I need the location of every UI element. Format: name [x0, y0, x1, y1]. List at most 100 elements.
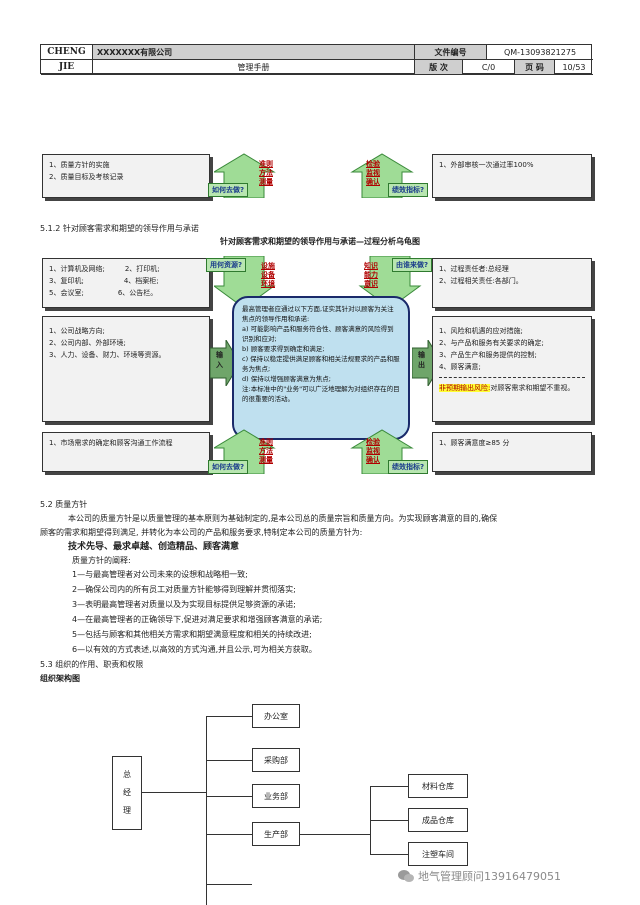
watermark: 地气管理顾问13916479051 [398, 868, 561, 884]
wechat-icon [398, 870, 414, 882]
org-purchasing: 采购部 [252, 748, 300, 772]
policy-intro: 质量方针的阐释: [72, 556, 131, 565]
org-ceo: 总 经 理 [112, 756, 142, 830]
who-item: 1、过程责任者:总经理 [439, 265, 509, 273]
resource-item: 2、打印机; [124, 265, 160, 273]
center-line: a) 可能影响产品和服务符合性、顾客满意的风险得到识别和应对; [242, 325, 394, 343]
criteria-text: 方法 [259, 447, 273, 455]
org-molding: 注塑车间 [408, 842, 468, 866]
input-item: 2、公司内部、外部环境; [49, 339, 126, 347]
check-text: 监视 [366, 447, 380, 455]
criteria-text: 测量 [259, 456, 273, 464]
criteria-label: 准则 方法 测量 [256, 160, 276, 187]
para-52-line2: 顾客的需求和期望得到满足, 并转化为本公司的产品和服务要求,特制定本公司的质量方… [40, 528, 363, 537]
policy-item: 2—确保公司内的所有员工对质量方针能够得到理解并贯彻落实; [72, 585, 296, 594]
org-ceo-char: 总 [123, 770, 131, 779]
output-item: 2、与产品和服务有关要求的确定; [439, 339, 544, 347]
check-text: 确认 [366, 456, 380, 464]
resource-item: 4、档案柜; [123, 277, 159, 285]
rev-label: 版 次 [415, 60, 463, 75]
org-production: 生产部 [252, 822, 300, 846]
check-text: 确认 [366, 178, 380, 186]
top-left-line: 2、质量目标及考核记录 [49, 173, 124, 181]
center-line: 注:本标准中的"业务"可以广泛地理解为对组织存在的目的很重要的活动。 [242, 385, 400, 403]
section-53-heading: 5.3 组织的作用、职责和权限 [40, 660, 144, 669]
org-connector [300, 834, 370, 835]
who-side: 知识 能力 意识 [360, 262, 382, 289]
org-connector [206, 884, 252, 885]
check-text: 检验 [366, 438, 380, 446]
criteria-text: 测量 [259, 178, 273, 186]
who-side-text: 知识 [364, 262, 378, 270]
resources-side-text: 环境 [261, 280, 275, 288]
who-item: 2、过程相关责任:各部门。 [439, 277, 523, 285]
output-item: 1、风险和机遇的应对措施; [439, 327, 523, 335]
page-label: 页 码 [515, 60, 555, 75]
output-note: 非预期输出风险:对顾客需求和期望不重视。 [439, 377, 585, 394]
turtle-title: 针对顾客需求和期望的领导作用与承诺—过程分析乌龟图 [220, 237, 420, 246]
output-box: 1、风险和机遇的应对措施; 2、与产品和服务有关要求的确定; 3、产品生产和服务… [432, 316, 592, 422]
manual-title: 管理手册 [93, 60, 415, 75]
policy-item: 3—表明最高管理者对质量以及为实现目标提供足够资源的承诺; [72, 600, 296, 609]
check-text: 检验 [366, 160, 380, 168]
output-item: 4、顾客满意; [439, 363, 481, 371]
center-line: 最高管理者应通过以下方面,证实其针对以顾客为关注焦点的领导作用和承诺: [242, 305, 394, 323]
criteria-text: 方法 [259, 169, 273, 177]
org-office: 办公室 [252, 704, 300, 728]
org-connector [370, 854, 408, 855]
top-right-line: 1、外部审核一次通过率100% [439, 161, 534, 169]
method-item: 1、市场需求的确定和顾客沟通工作流程 [49, 439, 173, 447]
org-trunk [206, 716, 207, 905]
how-label: 如何去做? [208, 183, 249, 197]
org-connector [142, 792, 206, 793]
who-box: 1、过程责任者:总经理 2、过程相关责任:各部门。 [432, 258, 592, 308]
company-code-bottom: JIE [41, 60, 93, 75]
top-left-box: 1、质量方针的实施 2、质量目标及考核记录 [42, 154, 210, 198]
watermark-text: 地气管理顾问13916479051 [418, 870, 561, 883]
risk-text: 对顾客需求和期望不重视。 [490, 384, 575, 392]
org-connector [370, 786, 408, 787]
who-side-text: 能力 [364, 271, 378, 279]
company-code-top: CHENG [41, 45, 93, 60]
center-line: d) 保持以增强顾客满意为焦点; [242, 375, 331, 383]
output-label: 输出 [418, 351, 425, 369]
kpi-label: 绩效指标? [388, 183, 429, 197]
kpi-box: 1、顾客满意度≥85 分 [432, 432, 592, 472]
input-item: 1、公司战略方向; [49, 327, 105, 335]
org-connector [206, 834, 252, 835]
input-label: 输入 [216, 351, 223, 369]
how-label-bottom: 如何去做? [208, 460, 249, 474]
input-box: 1、公司战略方向; 2、公司内部、外部环境; 3、人力、设备、财力、环境等资源。 [42, 316, 210, 422]
resource-item: 1、计算机及网络; [49, 265, 105, 273]
input-item: 3、人力、设备、财力、环境等资源。 [49, 351, 166, 359]
org-chart-title: 组织架构图 [40, 674, 80, 683]
org-ceo-char: 理 [123, 806, 131, 815]
org-connector [206, 796, 252, 797]
org-ceo-char: 经 [123, 788, 131, 797]
center-line: c) 保持以稳定提供满足顾客和相关法规要求的产品和服务为焦点; [242, 355, 400, 373]
rev-value: C/0 [463, 60, 515, 75]
kpi-label-bottom: 绩效指标? [388, 460, 429, 474]
resource-item: 6、公告栏。 [117, 289, 158, 297]
check-label-bottom: 检验 监视 确认 [362, 438, 384, 465]
policy-item: 1—与最高管理者对公司未来的设想和战略相一致; [72, 570, 248, 579]
method-box: 1、市场需求的确定和顾客沟通工作流程 [42, 432, 210, 472]
who-question: 由谁来做? [392, 258, 433, 272]
check-text: 监视 [366, 169, 380, 177]
top-right-box: 1、外部审核一次通过率100% [432, 154, 592, 198]
top-left-line: 1、质量方针的实施 [49, 161, 110, 169]
para-52-line1: 本公司的质量方针是以质量管理的基本原则为基础制定的,是本公司总的质量宗旨和质量方… [68, 514, 498, 523]
policy-item: 6—以有效的方式表述,以高效的方式沟通,并且公示,可为相关方获取。 [72, 645, 317, 654]
org-materials: 材料仓库 [408, 774, 468, 798]
policy-statement: 技术先导、最求卓越、创造精品、顾客满意 [68, 542, 240, 552]
org-connector [206, 760, 252, 761]
org-finished: 成品仓库 [408, 808, 468, 832]
page-number: 10/53 [555, 60, 593, 75]
doc-no-label: 文件编号 [415, 45, 487, 60]
resources-side-text: 设备 [261, 271, 275, 279]
who-side-text: 意识 [364, 280, 378, 288]
resources-box: 1、计算机及网络;2、打印机; 3、复印机;4、档案柜; 5、会议室;6、公告栏… [42, 258, 210, 308]
criteria-text: 准则 [259, 160, 273, 168]
center-line: b) 顾客要求得到确定和满足; [242, 345, 325, 353]
org-connector [370, 820, 408, 821]
